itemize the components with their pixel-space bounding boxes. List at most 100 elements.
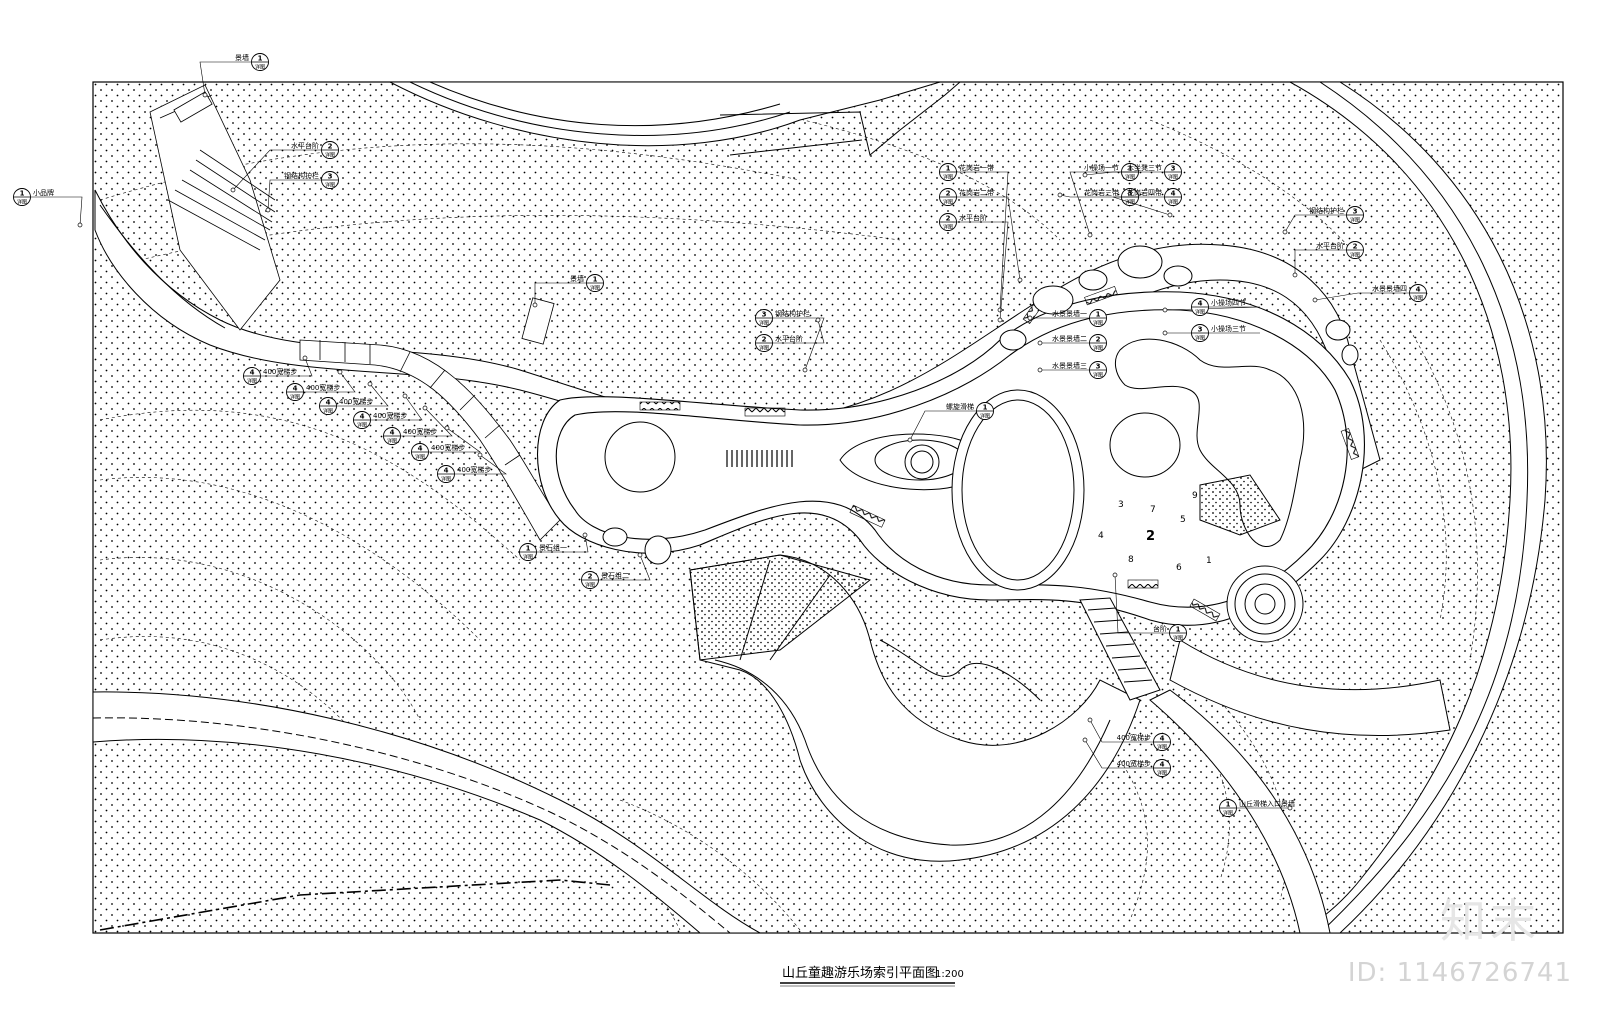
index-callout-label: 钢结构护栏 <box>1309 206 1344 215</box>
index-symbol-sheet: 详图 <box>1168 199 1178 206</box>
hopscotch-number: 9 <box>1192 491 1198 501</box>
drawing-scale: 1:200 <box>935 969 964 980</box>
index-symbol-number: 1 <box>526 545 531 553</box>
index-symbol-sheet: 详图 <box>1093 345 1103 352</box>
callout-leader <box>1314 292 1409 301</box>
index-callout-label: 螺旋滑梯 <box>946 402 974 411</box>
lower-slide-area <box>689 554 1161 862</box>
hopscotch-number: 7 <box>1150 505 1156 515</box>
callout-target-dot <box>637 552 643 558</box>
index-callout-label: 景石组一 <box>539 543 567 552</box>
callout-leader <box>1069 171 1121 236</box>
index-callout-label: 水景景墙四 <box>1372 284 1407 293</box>
callout-target-dot <box>1162 330 1168 336</box>
callout-target-dot <box>1112 572 1118 578</box>
callout-target-dot <box>422 405 428 411</box>
hopscotch-number: 1 <box>1206 556 1212 566</box>
index-callout-label: 水平台阶 <box>959 213 987 222</box>
callout-target-dot <box>1292 272 1298 278</box>
callout-leader <box>534 282 586 305</box>
hopscotch-numbers: 3 7 4 2 5 9 8 6 1 <box>1098 491 1212 573</box>
index-symbol-sheet: 详图 <box>441 476 451 483</box>
callout-target-dot <box>230 187 236 193</box>
callout-leader <box>455 454 507 475</box>
stair-run-left <box>299 339 561 541</box>
index-callout-label: 景墙 <box>235 53 249 62</box>
callout-target-dot <box>1162 307 1168 313</box>
callout-target-dot <box>997 307 1003 313</box>
index-symbol-number: 1 <box>1176 626 1181 634</box>
index-symbol-number: 1 <box>1226 801 1231 809</box>
callout-leader <box>261 357 313 377</box>
index-callout-label: 水平台阶 <box>1316 241 1344 250</box>
index-callout-label: 400宽梯步 <box>1117 733 1151 742</box>
hopscotch-number: 6 <box>1176 563 1182 573</box>
right-road-arc <box>1149 82 1547 933</box>
index-symbol-sheet: 详图 <box>357 422 367 429</box>
title-block: 山丘童趣游乐场索引平面图 1:200 <box>780 965 964 987</box>
index-symbol-number: 2 <box>1096 336 1101 344</box>
callout-leader <box>957 221 1009 321</box>
index-callout-label: 水景景墙一 <box>1052 309 1087 318</box>
hopscotch-number: 8 <box>1128 555 1134 565</box>
index-callout-label: 花岗岩三带 <box>1084 188 1119 197</box>
index-callout-label: 400宽梯步 <box>403 427 437 436</box>
callout-target-dot <box>815 317 821 323</box>
callout-leader <box>371 395 423 421</box>
callout-leader <box>1284 214 1346 233</box>
index-symbol-sheet: 详图 <box>387 438 397 445</box>
hopscotch-number: 3 <box>1118 500 1124 510</box>
index-symbol-number: 4 <box>1171 190 1176 198</box>
callout-target-dot <box>1167 212 1173 218</box>
callout-leader <box>957 171 1009 311</box>
callout-target-dot <box>1087 717 1093 723</box>
index-symbol-sheet: 详图 <box>1093 372 1103 379</box>
index-symbol-sheet: 详图 <box>17 199 27 206</box>
index-callout-label: 水景景墙三 <box>1052 361 1087 370</box>
index-symbol-number: 4 <box>1416 286 1421 294</box>
callout-target-dot <box>77 222 83 228</box>
index-symbol-sheet: 详图 <box>323 408 333 415</box>
callout-target-dot <box>1287 805 1293 811</box>
index-symbol-number: 1 <box>593 276 598 284</box>
index-symbol-sheet: 详图 <box>943 199 953 206</box>
bottom-road <box>93 691 761 933</box>
callout-leader <box>599 554 651 581</box>
index-symbol-sheet: 详图 <box>1413 295 1423 302</box>
callout-leader <box>267 179 321 211</box>
callout-target-dot <box>202 92 208 98</box>
callout-leader <box>1059 194 1121 198</box>
index-symbol-number: 1 <box>258 55 263 63</box>
index-callout-label: 木坐凳三节 <box>1127 163 1162 172</box>
index-symbol-number: 3 <box>1198 326 1203 334</box>
callout-leader <box>537 534 589 553</box>
callout-target-dot <box>907 437 913 443</box>
index-callout-label: 水平台阶 <box>291 141 319 150</box>
callout-target-dot <box>1087 232 1093 238</box>
callout-leader <box>957 196 1021 281</box>
contour-lines <box>99 109 1478 931</box>
index-symbol-number: 4 <box>444 467 449 475</box>
index-callout-label: 小操场一节 <box>1084 163 1119 172</box>
index-callout-label: 钢结构护栏 <box>284 171 319 180</box>
callout-leader <box>909 410 976 441</box>
callout-target-dot <box>367 381 373 387</box>
hopscotch-number: 2 <box>1146 529 1155 544</box>
boundary-line <box>99 879 611 931</box>
